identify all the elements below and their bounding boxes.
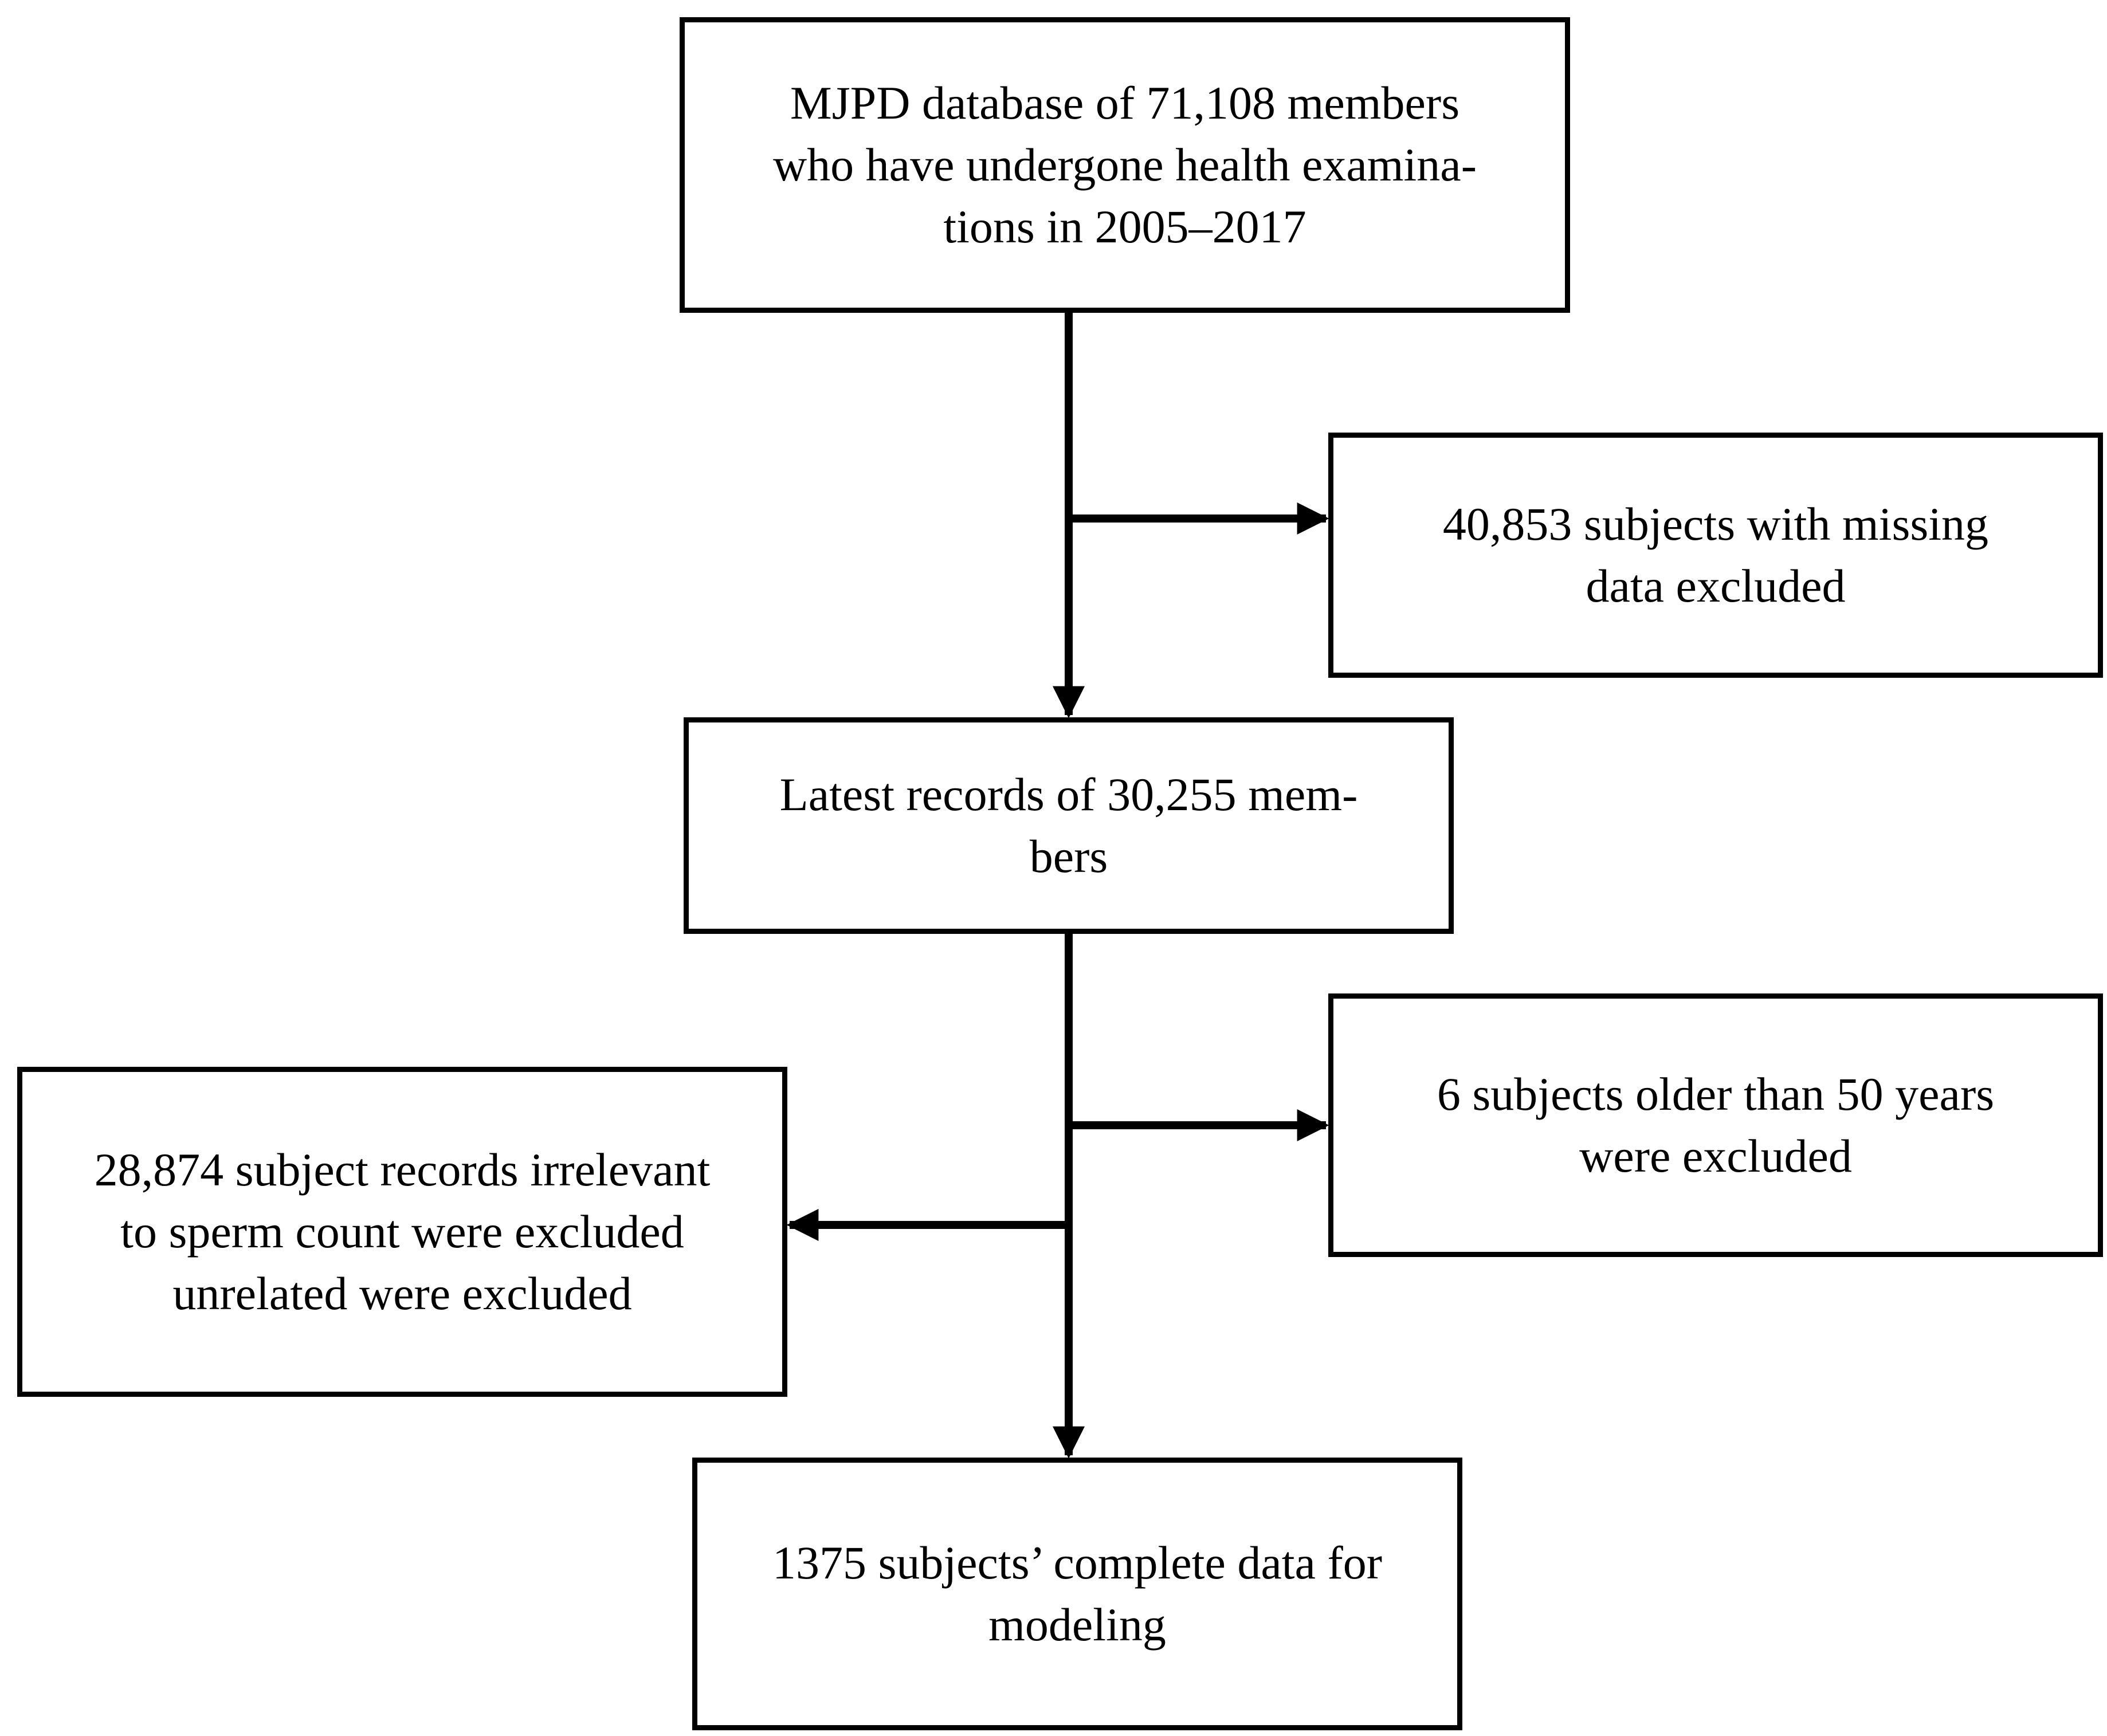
older-line-1: 6 subjects older than 50 years — [1437, 1068, 1995, 1120]
irrelevant-line-3: unrelated were excluded — [172, 1267, 632, 1319]
irrelevant-records-excluded-box: 28,874 subject records irrelevant to spe… — [17, 1067, 787, 1397]
modeling-line-2: modeling — [988, 1598, 1166, 1651]
older-line-2: were excluded — [1579, 1130, 1852, 1182]
modeling-line-1: 1375 subjects’ complete data for — [772, 1537, 1383, 1589]
missing-line-1: 40,853 subjects with missing — [1442, 498, 1989, 550]
database-line-1: MJPD database of 71,108 members — [790, 77, 1460, 129]
modeling-data-box: 1375 subjects’ complete data for modelin… — [692, 1458, 1462, 1730]
missing-line-2: data excluded — [1586, 560, 1846, 612]
database-line-2: who have undergone health examina- — [772, 139, 1477, 191]
latest-line-1: Latest records of 30,255 mem- — [779, 768, 1358, 820]
older-subjects-excluded-box: 6 subjects older than 50 years were excl… — [1328, 993, 2103, 1257]
missing-data-excluded-box: 40,853 subjects with missing data exclud… — [1328, 433, 2103, 678]
database-line-3: tions in 2005–2017 — [943, 201, 1306, 253]
latest-records-box: Latest records of 30,255 mem- bers — [684, 717, 1454, 934]
latest-line-2: bers — [1029, 830, 1108, 882]
database-box: MJPD database of 71,108 members who have… — [680, 17, 1570, 313]
irrelevant-line-2: to sperm count were excluded — [120, 1205, 684, 1258]
irrelevant-line-1: 28,874 subject records irrelevant — [94, 1144, 711, 1196]
